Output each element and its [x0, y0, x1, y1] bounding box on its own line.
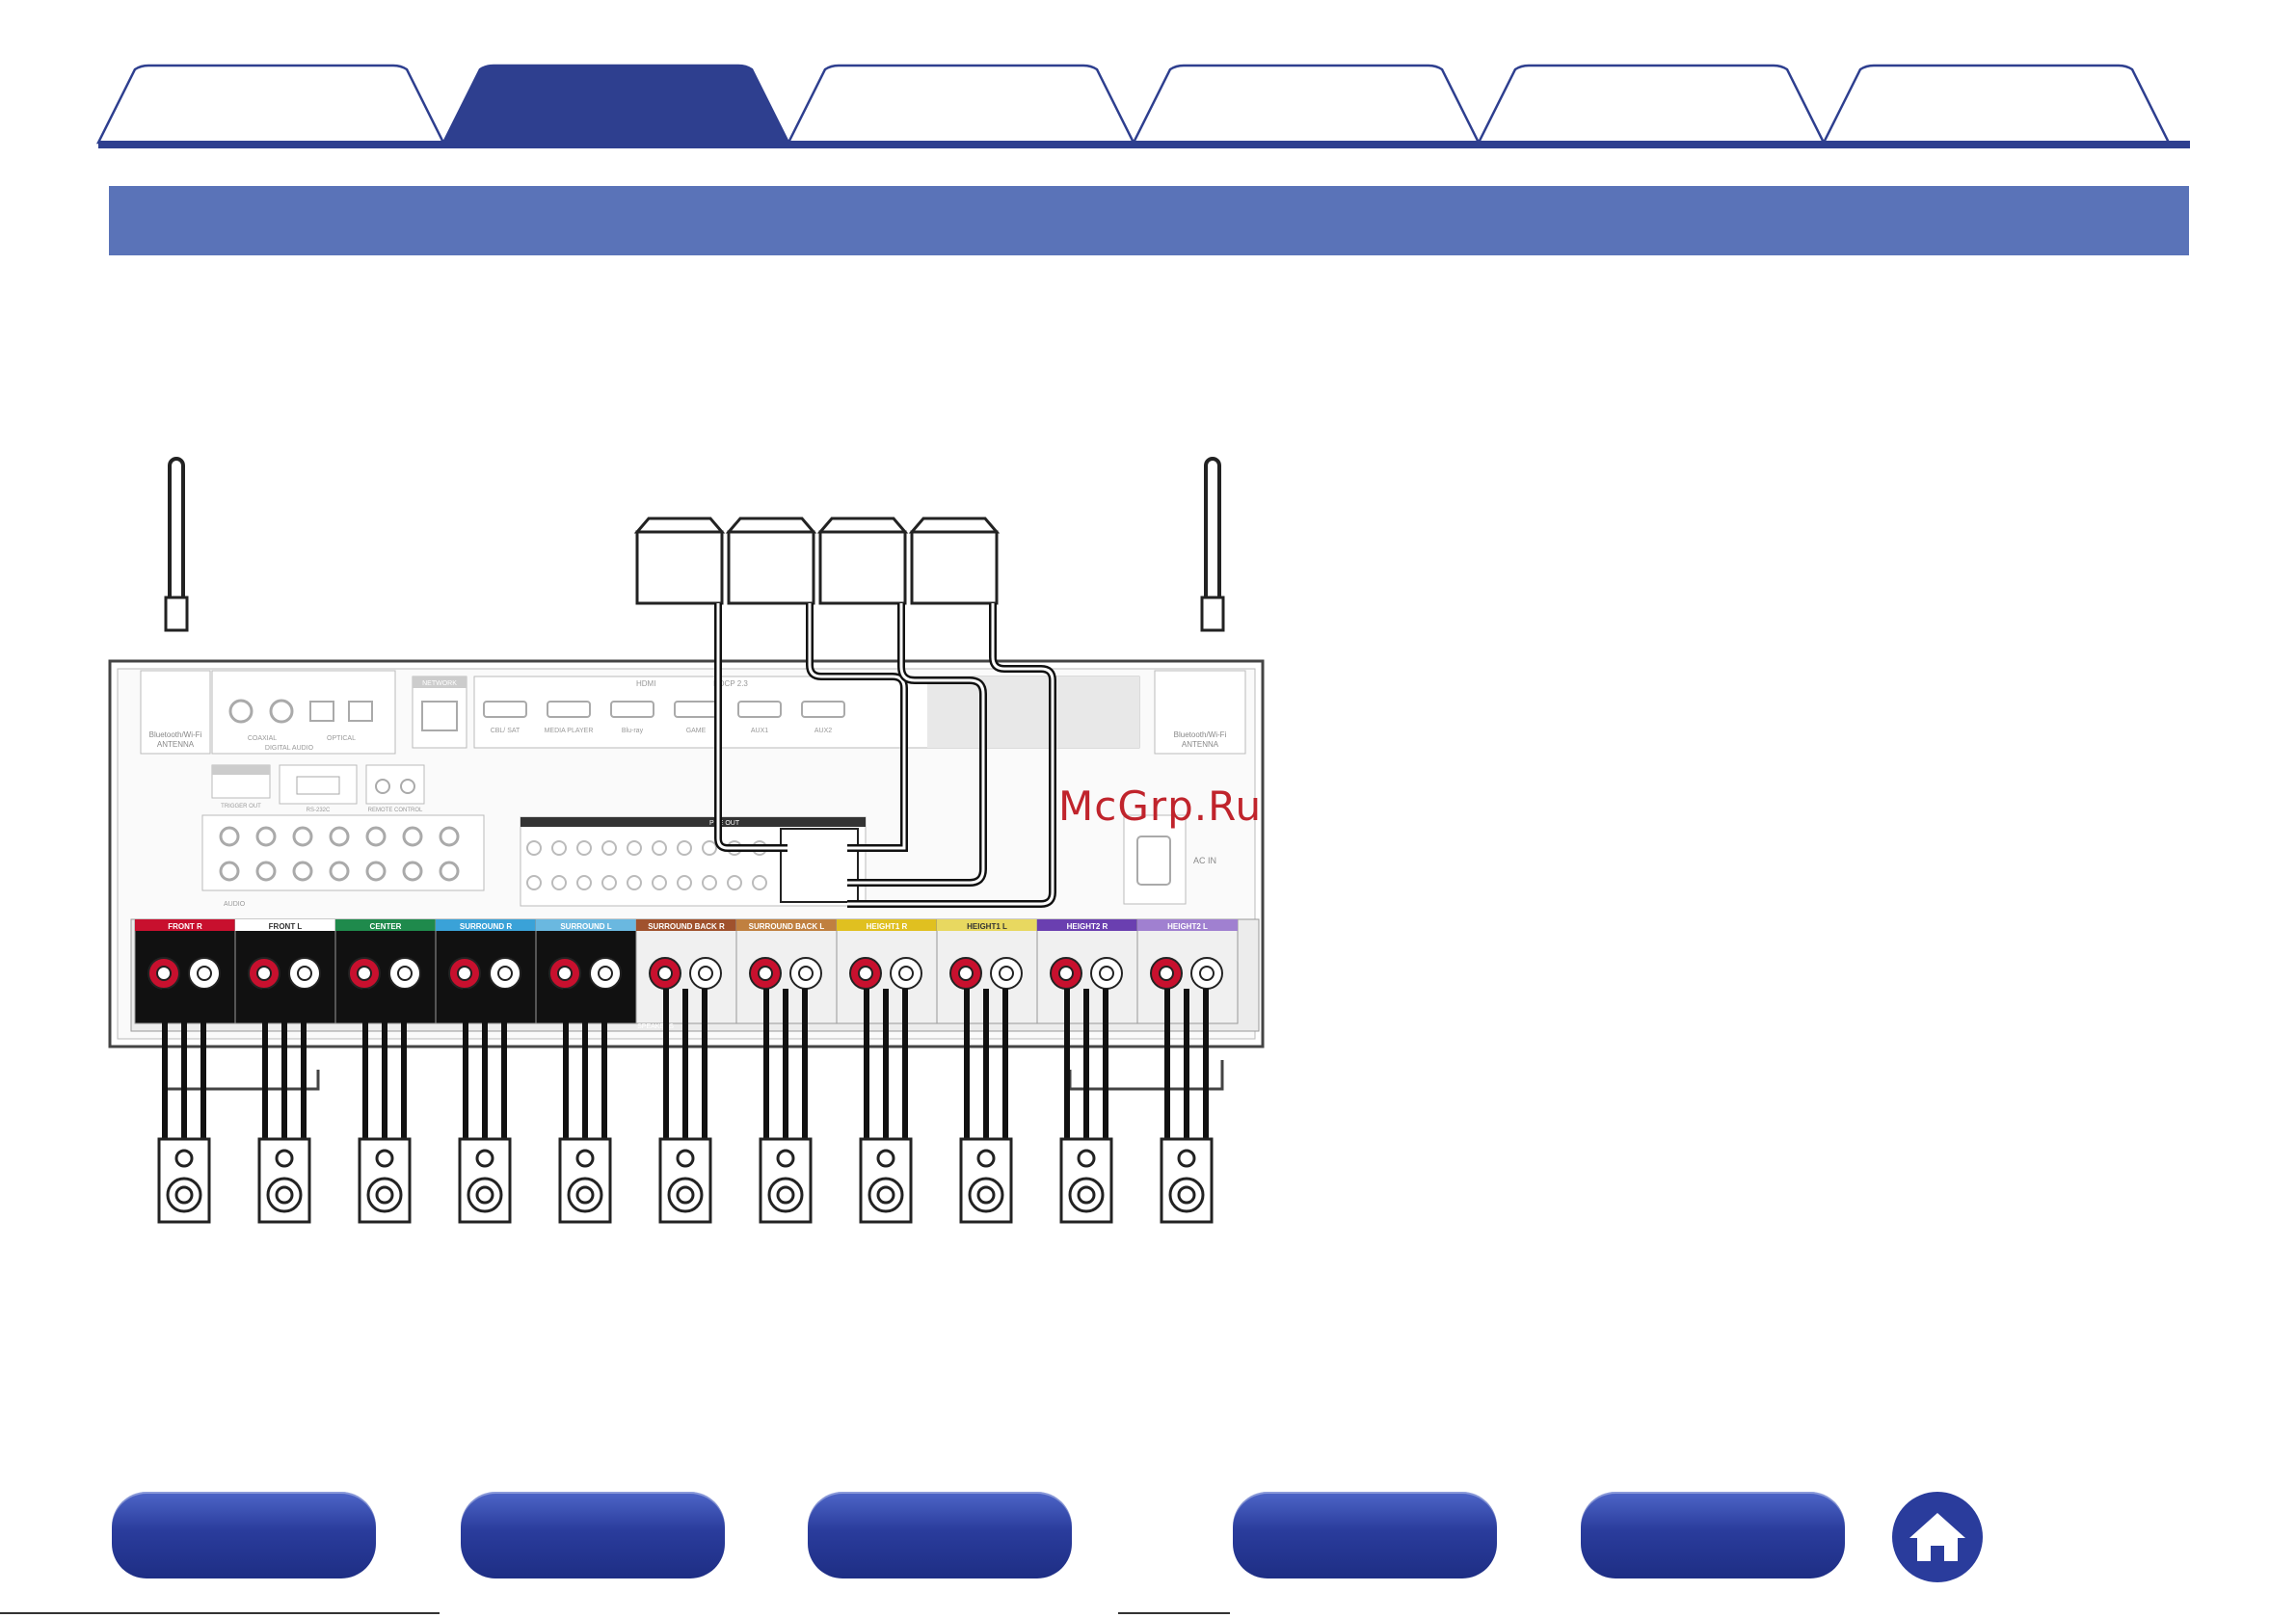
tab-5[interactable]	[1476, 64, 1827, 145]
footer-rule-right	[1118, 1612, 1230, 1614]
channel-label: SURROUND L	[560, 922, 611, 931]
tab-underline	[98, 141, 2190, 148]
antenna-left-icon	[164, 457, 189, 632]
channel-label: CENTER	[370, 922, 402, 931]
optical-label: OPTICAL	[327, 735, 356, 742]
channel-label: SURROUND BACK R	[648, 922, 725, 931]
tab-2[interactable]	[441, 64, 791, 145]
speaker-icon	[157, 989, 211, 1224]
speaker-icon	[759, 989, 813, 1224]
speaker-icon	[859, 989, 913, 1224]
tab-4[interactable]	[1131, 64, 1482, 145]
subwoofer-icon	[816, 517, 909, 605]
home-button[interactable]	[1892, 1492, 1983, 1582]
hdmi-label: HDMI	[636, 679, 655, 688]
speakers-label: SPEAKERS	[637, 1023, 674, 1030]
section-banner	[109, 186, 2189, 255]
speaker-icon	[1059, 989, 1113, 1224]
speaker-terminal-6: SURROUND BACK R	[635, 918, 737, 1024]
speaker-icon	[1160, 989, 1214, 1224]
remote-control-label: REMOTE CONTROL	[368, 808, 423, 813]
antenna-right-label-2: ANTENNA	[1182, 740, 1219, 749]
digital-audio-label: DIGITAL AUDIO	[265, 745, 314, 752]
subwoofer-icon	[908, 517, 1001, 605]
tab-3[interactable]	[786, 64, 1136, 145]
home-icon	[1909, 1513, 1965, 1561]
channel-label: FRONT L	[269, 922, 303, 931]
speaker-icon	[257, 989, 311, 1224]
hdmi-input-label: Blu-ray	[622, 728, 644, 734]
channel-label: SURROUND BACK L	[749, 922, 825, 931]
subwoofer-icon	[633, 517, 726, 605]
tab-bar	[95, 64, 2172, 145]
channel-label: FRONT R	[168, 922, 202, 931]
channel-label: HEIGHT2 L	[1167, 922, 1208, 931]
hdmi-input-label: CBL/ SAT	[491, 728, 521, 734]
hdmi-input-label: AUX1	[751, 728, 768, 734]
channel-label: SURROUND R	[460, 922, 512, 931]
speaker-icon	[458, 989, 512, 1224]
speaker-icon	[558, 989, 612, 1224]
hdcp-label: HDCP 2.3	[713, 679, 748, 688]
hdmi-input-label: AUX2	[814, 728, 832, 734]
footer-rule-left	[0, 1612, 440, 1614]
hdmi-input-label: MEDIA PLAYER	[545, 728, 594, 734]
speaker-terminal-5: SURROUND L	[535, 918, 637, 1024]
network-label: NETWORK	[422, 680, 457, 687]
antenna-right-icon	[1200, 457, 1225, 632]
receiver-connection-diagram: Bluetooth/Wi-Fi ANTENNA Bluetooth/Wi-Fi …	[108, 457, 1265, 1224]
channel-label: HEIGHT2 R	[1067, 922, 1108, 931]
rs232c-label: RS-232C	[307, 808, 331, 813]
footer-button-5[interactable]	[1581, 1492, 1845, 1578]
speaker-terminal-2: FRONT L	[234, 918, 336, 1024]
channel-label: HEIGHT1 R	[867, 922, 908, 931]
channel-label: HEIGHT1 L	[967, 922, 1007, 931]
speaker-terminal-7: SURROUND BACK L	[735, 918, 838, 1024]
antenna-right-label: Bluetooth/Wi-Fi	[1174, 730, 1227, 739]
speaker-terminal-11: HEIGHT2 L	[1136, 918, 1239, 1024]
antenna-left-label-2: ANTENNA	[157, 740, 195, 749]
tab-6[interactable]	[1821, 64, 2172, 145]
audio-in-label: AUDIO	[224, 901, 246, 908]
pre-out-label: PRE OUT	[709, 820, 740, 827]
tab-1[interactable]	[95, 64, 446, 145]
speaker-icon	[658, 989, 712, 1224]
footer-button-2[interactable]	[461, 1492, 725, 1578]
antenna-left-label: Bluetooth/Wi-Fi	[149, 730, 202, 739]
speaker-icon	[358, 989, 412, 1224]
speaker-icon	[959, 989, 1013, 1224]
watermark-text: McGrp.Ru	[1058, 782, 1263, 830]
footer-button-4[interactable]	[1233, 1492, 1497, 1578]
subwoofer-icon	[725, 517, 817, 605]
trigger-out-label: TRIGGER OUT	[221, 804, 261, 809]
footer-button-1[interactable]	[112, 1492, 376, 1578]
ac-in-label: AC IN	[1193, 856, 1216, 865]
hdmi-input-label: GAME	[686, 728, 707, 734]
coaxial-label: COAXIAL	[248, 735, 277, 742]
footer-button-3[interactable]	[808, 1492, 1072, 1578]
